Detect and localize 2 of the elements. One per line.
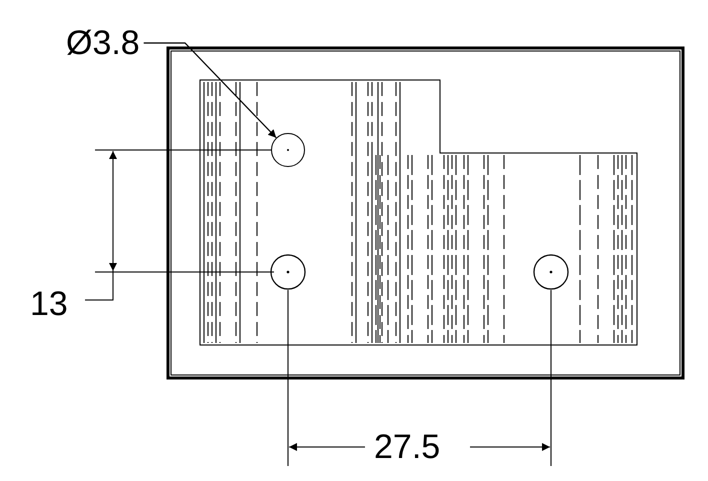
hole	[271, 133, 305, 167]
leader-line	[144, 42, 277, 138]
